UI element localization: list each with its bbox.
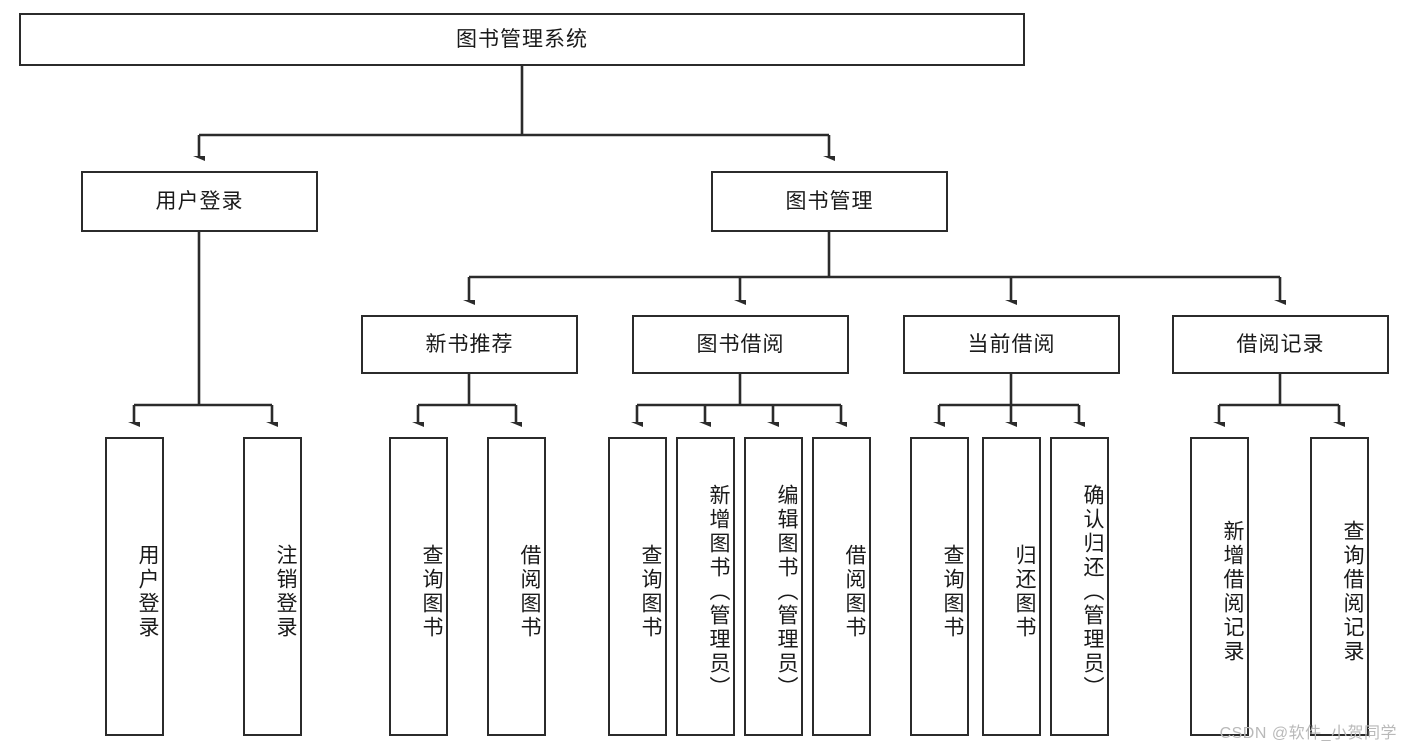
node-root-system[interactable]: 图书管理系统 [19,13,1025,66]
node-leaf-8-label: 查询图书 [941,543,964,640]
node-leaf-12-label: 查询借阅记录 [1341,519,1364,664]
node-leaf-1[interactable]: 注销登录 [243,437,302,736]
node-level3-0-label: 新书推荐 [425,332,514,356]
node-level3-3[interactable]: 借阅记录 [1172,315,1389,374]
node-level2-1[interactable]: 图书管理 [711,171,948,232]
node-level3-1[interactable]: 图书借阅 [632,315,849,374]
node-level3-2[interactable]: 当前借阅 [903,315,1120,374]
node-level3-2-label: 当前借阅 [967,332,1056,356]
node-leaf-11[interactable]: 新增借阅记录 [1190,437,1249,736]
node-leaf-5-label: 新增图书（管理员） [707,483,730,700]
node-leaf-5[interactable]: 新增图书（管理员） [676,437,735,736]
node-leaf-10[interactable]: 确认归还（管理员） [1050,437,1109,736]
node-level3-0[interactable]: 新书推荐 [361,315,578,374]
node-level2-0[interactable]: 用户登录 [81,171,318,232]
node-leaf-1-label: 注销登录 [274,543,297,640]
node-level2-0-label: 用户登录 [155,189,244,213]
node-leaf-6-label: 编辑图书（管理员） [775,483,798,700]
node-leaf-7-label: 借阅图书 [843,543,866,640]
node-leaf-10-label: 确认归还（管理员） [1081,483,1104,700]
node-root-system-label: 图书管理系统 [456,27,588,51]
node-leaf-9-label: 归还图书 [1013,543,1036,640]
node-level2-1-label: 图书管理 [785,189,874,213]
node-leaf-4-label: 查询图书 [639,543,662,640]
node-leaf-9[interactable]: 归还图书 [982,437,1041,736]
node-leaf-2[interactable]: 查询图书 [389,437,448,736]
node-leaf-7[interactable]: 借阅图书 [812,437,871,736]
node-level3-1-label: 图书借阅 [696,332,785,356]
node-leaf-6[interactable]: 编辑图书（管理员） [744,437,803,736]
node-leaf-12[interactable]: 查询借阅记录 [1310,437,1369,736]
node-leaf-4[interactable]: 查询图书 [608,437,667,736]
node-leaf-3-label: 借阅图书 [518,543,541,640]
node-leaf-11-label: 新增借阅记录 [1221,519,1244,664]
node-level3-3-label: 借阅记录 [1236,332,1325,356]
node-leaf-0[interactable]: 用户登录 [105,437,164,736]
node-leaf-0-label: 用户登录 [136,543,159,640]
node-leaf-3[interactable]: 借阅图书 [487,437,546,736]
node-leaf-8[interactable]: 查询图书 [910,437,969,736]
node-leaf-2-label: 查询图书 [420,543,443,640]
watermark-text: CSDN @软件_小贺同学 [1219,725,1397,742]
